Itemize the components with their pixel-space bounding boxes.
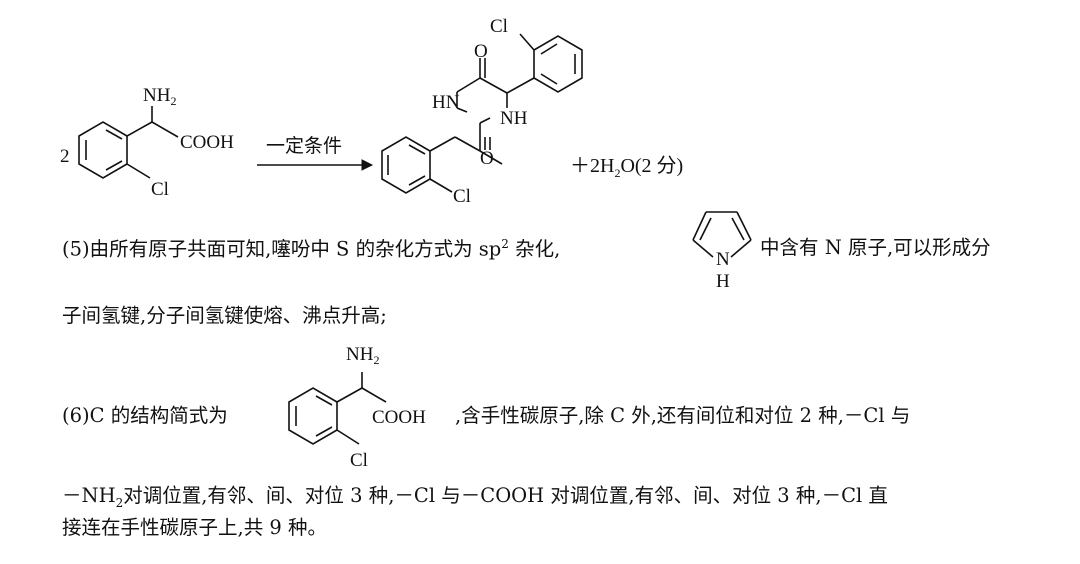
para6-line1-rest: ,含手性碳原子,除 C 外,还有间位和对位 2 种,－Cl 与 [455, 404, 911, 427]
coefficient: 2 [60, 146, 70, 167]
para6-line2: －NH2对调位置,有邻、间、对位 3 种,－Cl 与－COOH 对调位置,有邻、… [62, 484, 888, 510]
product-structure: Cl O HN NH O Cl [381, 16, 583, 207]
c-cooh-label: COOH [372, 407, 426, 428]
pyrrole-h: H [716, 271, 730, 292]
product-hn: HN [432, 92, 460, 113]
para5-line2: 子间氢键,分子间氢键使熔、沸点升高; [62, 304, 387, 327]
para6-prefix: (6)C 的结构简式为 [62, 404, 228, 427]
para6-line3: 接连在手性碳原子上,共 9 种。 [62, 516, 328, 539]
c-nh2-label: NH2 [346, 344, 379, 367]
para5-line1: (5)由所有原子共面可知,噻吩中 S 的杂化方式为 sp2 杂化, [62, 237, 561, 261]
c-cl-label: Cl [350, 450, 368, 471]
pyrrole-n: N [716, 249, 730, 270]
product-nh: NH [500, 108, 528, 129]
cooh-label: COOH [180, 132, 234, 153]
nh2-label: NH2 [143, 85, 176, 108]
compound-c-structure: NH2 COOH Cl [288, 344, 426, 471]
reactant-structure: 2 NH2 COOH Cl [60, 85, 234, 200]
condition-label: 一定条件 [266, 135, 343, 157]
product-o-upper: O [474, 41, 488, 62]
pyrrole-structure: N H [692, 211, 752, 292]
cl-label: Cl [151, 179, 169, 200]
para5-line1-end: 中含有 N 原子,可以形成分 [760, 236, 991, 259]
product-cl-lower: Cl [453, 186, 471, 207]
product-cl-upper: Cl [490, 16, 508, 37]
reaction-arrow [257, 159, 374, 171]
product-o-lower: O [480, 148, 494, 169]
byproduct-water: ＋2H2O(2 分) [570, 155, 684, 180]
